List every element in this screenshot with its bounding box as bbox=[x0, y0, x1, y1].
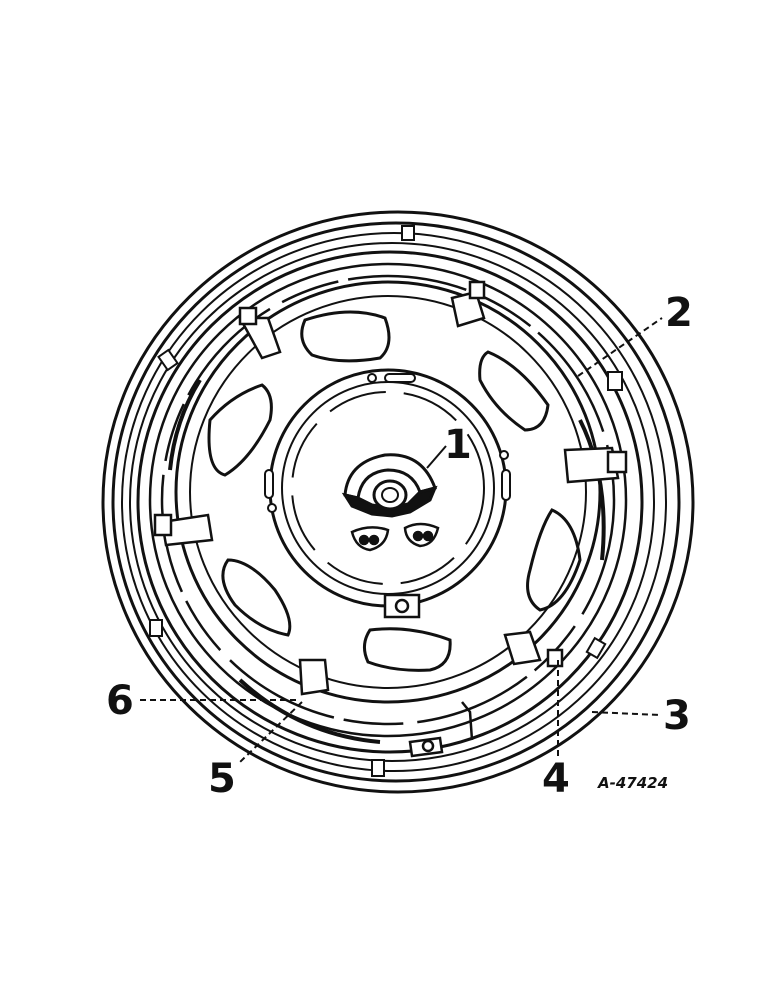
lug-pockets bbox=[350, 522, 440, 552]
callout-6: 6 bbox=[106, 678, 134, 724]
mounting-clamps bbox=[153, 280, 628, 758]
disc-windows bbox=[207, 310, 582, 672]
callout-2: 2 bbox=[665, 290, 693, 336]
outer-rim bbox=[101, 210, 695, 794]
leader-3 bbox=[591, 711, 661, 716]
center-hub bbox=[341, 453, 438, 518]
leader-2 bbox=[577, 317, 663, 377]
rim-tabs bbox=[149, 225, 623, 777]
callout-3: 3 bbox=[663, 693, 691, 739]
callout-1: 1 bbox=[444, 422, 472, 468]
leader-1 bbox=[426, 445, 447, 469]
callout-4: 4 bbox=[542, 756, 570, 802]
wheel-disc bbox=[174, 280, 602, 704]
leader-5 bbox=[239, 701, 303, 763]
hub-slots bbox=[264, 373, 511, 513]
leader-lines bbox=[140, 317, 663, 763]
clamp-ring bbox=[148, 262, 628, 744]
plate-number: A-47424 bbox=[597, 774, 668, 792]
callout-5: 5 bbox=[208, 756, 236, 802]
